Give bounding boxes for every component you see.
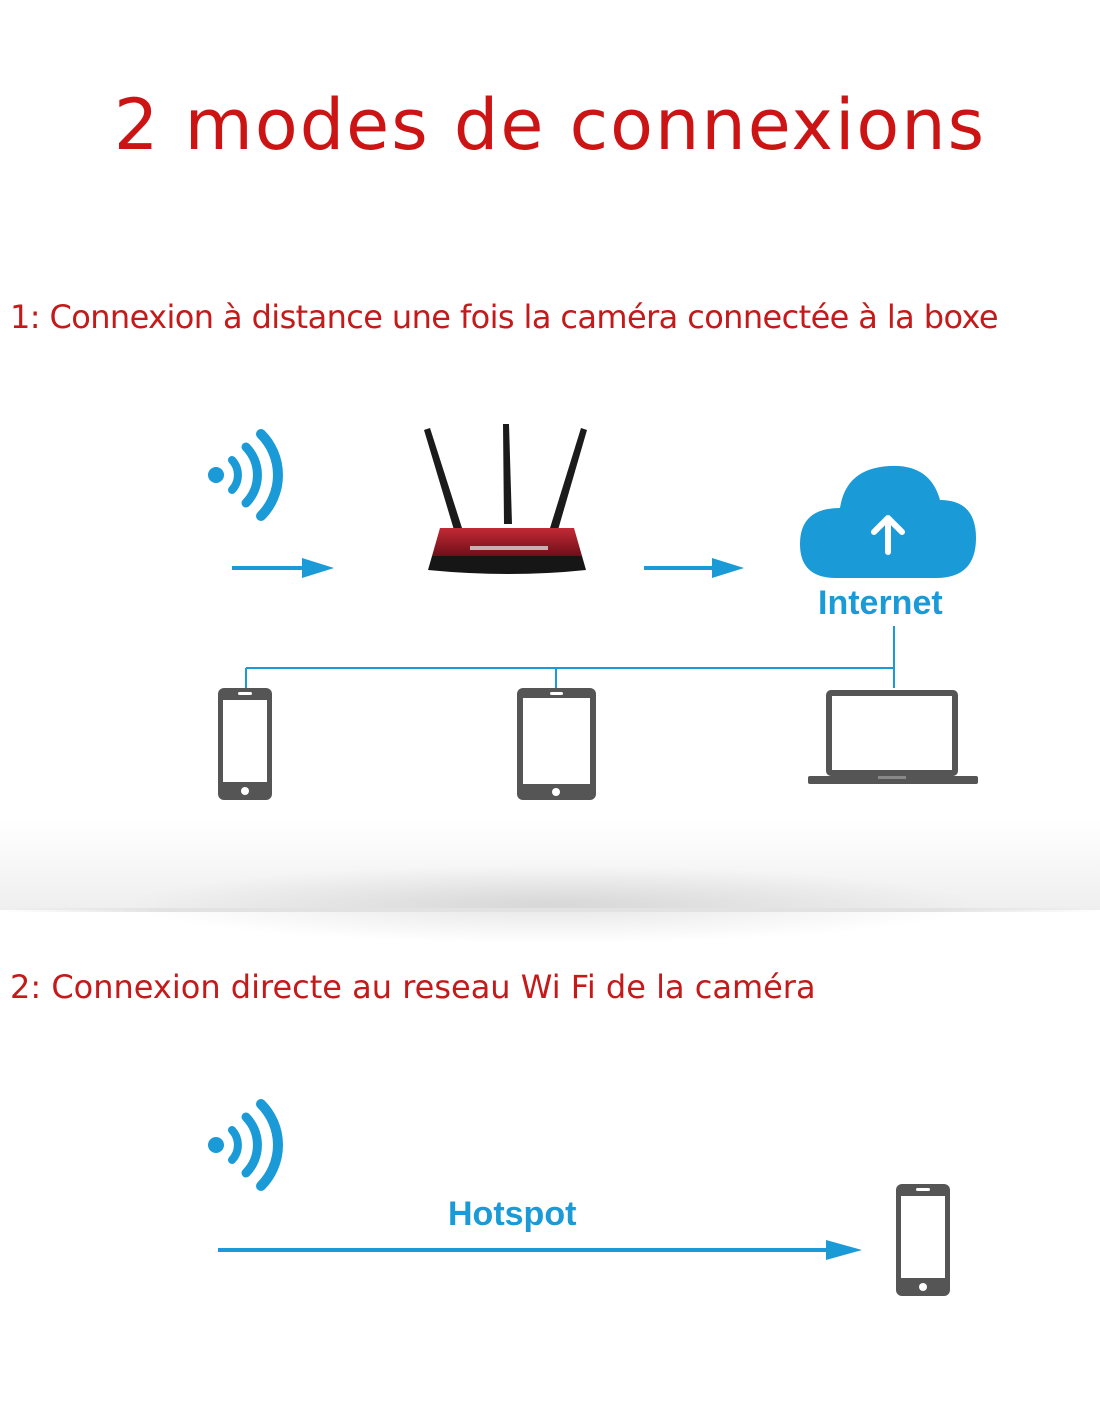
smartphone-icon	[896, 1184, 950, 1296]
section-divider-shadow	[0, 820, 1100, 910]
hotspot-label: Hotspot	[448, 1195, 577, 1233]
tablet-icon	[517, 688, 596, 800]
cloud-upload-icon	[800, 465, 976, 578]
section2-heading: 2: Connexion directe au reseau Wi Fi de …	[10, 968, 816, 1006]
router-icon	[424, 424, 587, 574]
device-connection-lines	[245, 626, 895, 688]
section1-heading: 1: Connexion à distance une fois la camé…	[10, 298, 999, 336]
smartphone-icon	[218, 688, 272, 800]
arrow-to-router	[232, 558, 334, 578]
arrow-to-internet	[644, 558, 744, 578]
wifi-signal-icon	[208, 1099, 283, 1191]
hotspot-arrow	[218, 1240, 862, 1260]
wifi-signal-icon	[208, 429, 283, 521]
section-divider-line	[0, 908, 1100, 912]
laptop-icon	[808, 690, 978, 784]
internet-label: Internet	[818, 584, 943, 622]
page-title: 2 modes de connexions	[113, 84, 987, 166]
section-divider-glow	[0, 820, 1100, 960]
